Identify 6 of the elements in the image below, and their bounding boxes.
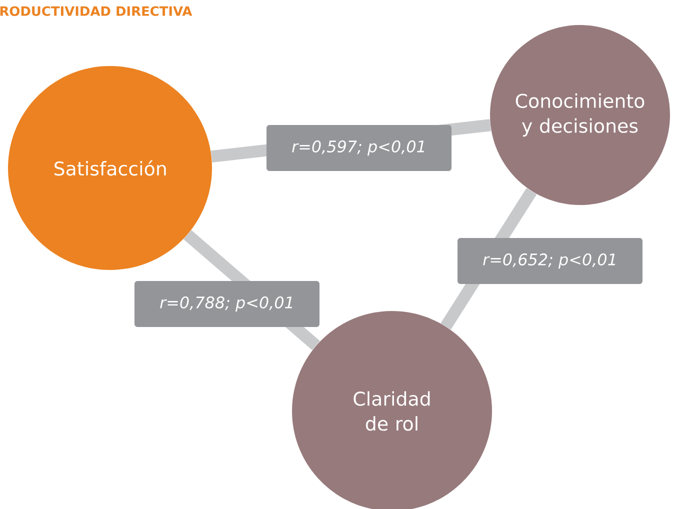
- circle-node: Satisfacción: [8, 66, 212, 270]
- title: RODUCTIVIDAD DIRECTIVA: [0, 6, 192, 16]
- edge-label: r=0,788; p<0,01: [134, 281, 320, 327]
- circle-node: Conocimiento y decisiones: [490, 25, 670, 205]
- edge-label: r=0,652; p<0,01: [458, 238, 642, 284]
- edge-label: r=0,597; p<0,01: [266, 125, 452, 171]
